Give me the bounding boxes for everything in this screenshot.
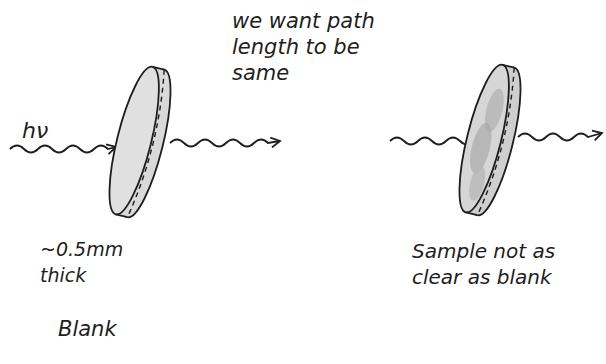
note-text: we want path length to be same (232, 8, 402, 86)
light-wave (518, 133, 602, 141)
thickness-label: ~0.5mm thick (40, 236, 160, 288)
blank-label: Blank (58, 316, 158, 342)
photon-label: hν (22, 118, 82, 144)
sample-note: Sample not as clear as blank (412, 238, 592, 290)
light-wave (390, 138, 474, 145)
sample-disc (449, 61, 530, 220)
blank-disc (99, 63, 180, 222)
light-wave (10, 146, 116, 153)
light-wave (170, 140, 280, 147)
